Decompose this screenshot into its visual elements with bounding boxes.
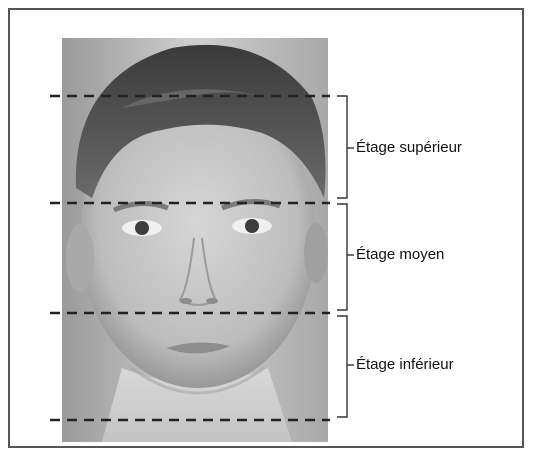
bracket-middle-zone <box>337 204 347 310</box>
bracket-upper-zone <box>337 96 347 198</box>
bracket-lower-zone <box>337 316 347 417</box>
label-etage-inferieur: Étage inférieur <box>356 356 454 374</box>
label-etage-superieur: Étage supérieur <box>356 139 462 157</box>
label-etage-moyen: Étage moyen <box>356 246 444 264</box>
